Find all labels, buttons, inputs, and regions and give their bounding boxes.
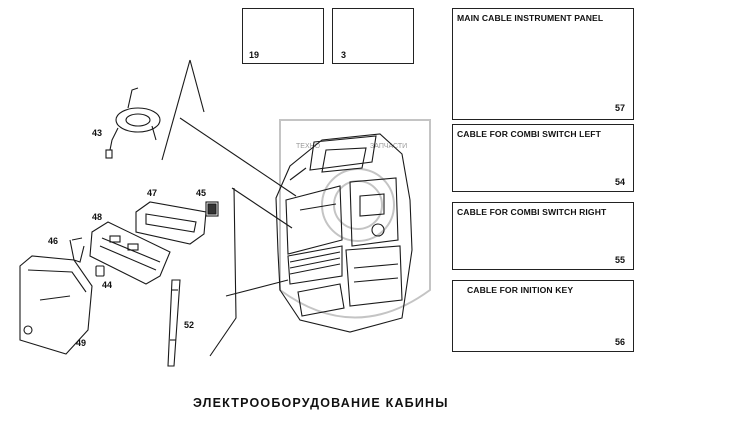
part-45-drawing: [205, 201, 219, 217]
callout-44: 44: [102, 280, 113, 290]
part-55-number: 55: [614, 255, 625, 265]
part-47-drawing: [135, 201, 207, 245]
callout-48: 48: [92, 212, 103, 222]
watermark-right-text: ЗАПЧАСТИ: [370, 143, 407, 150]
callout-52: 52: [184, 320, 195, 330]
callout-47: 47: [147, 188, 158, 198]
part-3-box: 3: [332, 8, 414, 64]
part-46-drawing: [69, 237, 85, 263]
part-56-title: CABLE FOR INITION KEY: [467, 285, 574, 295]
callout-43: 43: [92, 128, 103, 138]
part-56-box: CABLE FOR INITION KEY 56: [452, 280, 634, 352]
callout-49: 49: [76, 338, 87, 348]
truck-cab-drawing: [275, 133, 413, 333]
part-52-drawing: [167, 279, 181, 367]
watermark-left-text: ТЕХНО: [296, 143, 321, 150]
part-49-drawing: [19, 255, 93, 355]
part-57-title: MAIN CABLE INSTRUMENT PANEL: [457, 13, 604, 23]
part-43-drawing: [105, 87, 161, 159]
diagram-caption: ЭЛЕКТРООБОРУДОВАНИЕ КАБИНЫ: [193, 396, 449, 410]
callout-46: 46: [48, 236, 59, 246]
part-57-box: MAIN CABLE INSTRUMENT PANEL 57: [452, 8, 634, 120]
part-19-box: 19: [242, 8, 324, 64]
part-19-number: 19: [249, 50, 260, 60]
leader-lines: [161, 59, 297, 357]
part-56-number: 56: [614, 337, 625, 347]
part-57-number: 57: [614, 103, 625, 113]
part-44-drawing: [95, 265, 105, 277]
callout-45: 45: [196, 188, 207, 198]
part-55-title: CABLE FOR COMBI SWITCH RIGHT: [457, 207, 607, 217]
part-3-number: 3: [341, 50, 347, 60]
part-54-number: 54: [614, 177, 625, 187]
part-54-title: CABLE FOR COMBI SWITCH LEFT: [457, 129, 602, 139]
part-54-box: CABLE FOR COMBI SWITCH LEFT 54: [452, 124, 634, 192]
part-48-drawing: [89, 221, 171, 285]
part-55-box: CABLE FOR COMBI SWITCH RIGHT 55: [452, 202, 634, 270]
